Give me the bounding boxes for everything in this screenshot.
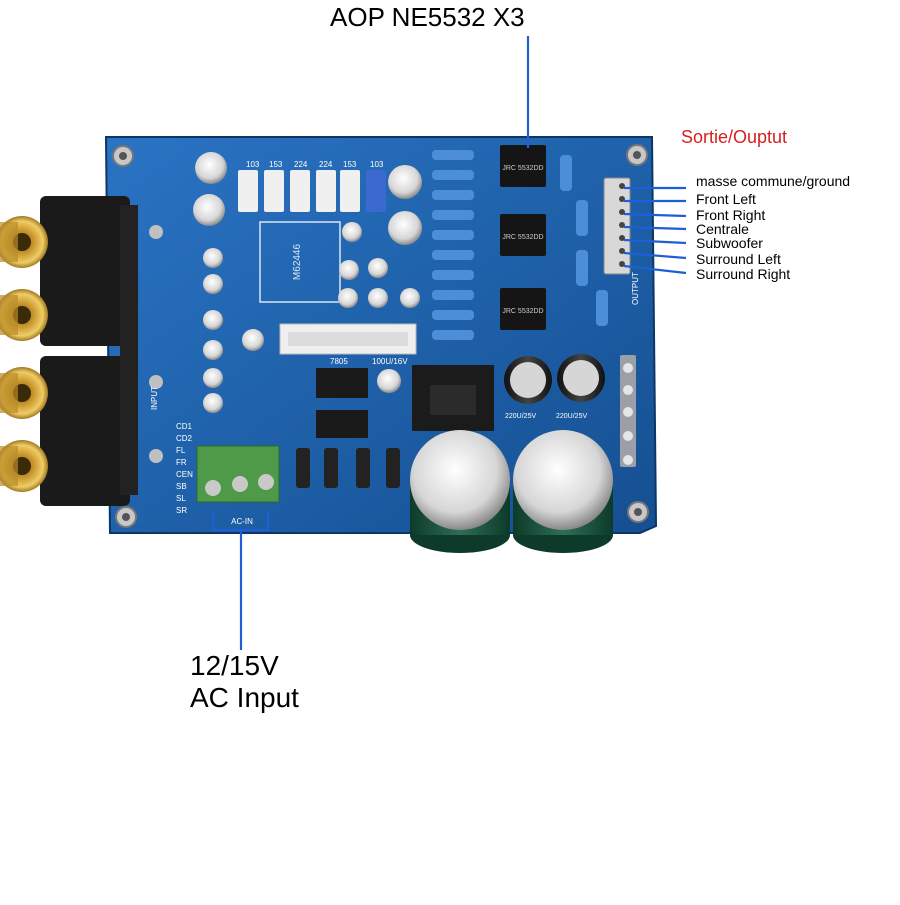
cap-label-224: 224 — [294, 160, 308, 169]
out-line-3 — [623, 225, 687, 231]
output-pin-header — [603, 177, 631, 275]
cap-label-153b: 153 — [343, 160, 357, 169]
cap-label-103: 103 — [246, 160, 260, 169]
ic-marking: M62446 — [292, 243, 303, 280]
rca-input-jacks — [0, 196, 163, 506]
ne5532-chips: JRC 5532DD JRC 5532DD JRC 5532DD — [500, 145, 546, 330]
out-line-2 — [623, 212, 687, 218]
opamp-callout-label: AOP NE5532 X3 — [330, 2, 525, 32]
cap-220u-label-2: 220U/25V — [556, 413, 587, 420]
out-line-6 — [623, 264, 687, 275]
opamp-chip-3-text: JRC 5532DD — [502, 308, 543, 315]
output-silkscreen: OUTPUT — [631, 272, 640, 305]
out-label-front-right: Front Right — [696, 207, 766, 223]
right-pin-header — [620, 355, 636, 467]
reg-7805-label: 7805 — [330, 357, 348, 366]
silk-cd2: CD2 — [176, 434, 193, 443]
out-label-ground: masse commune/ground — [696, 173, 851, 189]
power-callout-label: 12/15V AC Input — [190, 650, 299, 714]
out-label-subwoofer: Subwoofer — [696, 235, 763, 251]
cap-220u-label-1: 220U/25V — [505, 413, 536, 420]
opamp-chip-1-text: JRC 5532DD — [502, 165, 543, 172]
silk-sb: SB — [176, 482, 187, 491]
opamp-chip-2-text: JRC 5532DD — [502, 234, 543, 241]
ac-terminal-block: AC-IN — [196, 445, 280, 526]
power-callout-line2: AC Input — [190, 682, 299, 713]
silk-cen: CEN — [176, 470, 193, 479]
regulators: 7805 100U/16V — [316, 357, 494, 438]
out-line-5 — [623, 251, 687, 260]
silk-fr: FR — [176, 458, 187, 467]
cap-label-224b: 224 — [319, 160, 333, 169]
cap-100u-label: 100U/16V — [372, 357, 408, 366]
ac-in-silkscreen: AC-IN — [231, 517, 253, 526]
mounting-holes — [112, 144, 649, 528]
resistor-array — [432, 150, 608, 340]
input-silkscreen: CD1 CD2 FL FR CEN SB SL SR — [176, 422, 193, 515]
out-label-surround-left: Surround Left — [696, 251, 781, 267]
small-electrolytic-caps — [193, 152, 422, 413]
film-capacitors: 103 153 224 224 153 103 — [238, 160, 386, 212]
m62446-ic: M62446 — [259, 221, 341, 303]
silk-fl: FL — [176, 446, 186, 455]
silk-sr: SR — [176, 506, 187, 515]
medium-caps: 220U/25V 220U/25V — [504, 354, 605, 420]
ribbon-connector — [279, 323, 417, 355]
silk-cd1: CD1 — [176, 422, 193, 431]
silk-sl: SL — [176, 494, 186, 503]
out-label-surround-right: Surround Right — [696, 266, 791, 282]
large-filter-caps — [410, 430, 613, 553]
diodes — [296, 448, 400, 488]
out-line-4 — [623, 238, 687, 245]
out-label-centrale: Centrale — [696, 221, 749, 237]
out-label-front-left: Front Left — [696, 191, 756, 207]
cap-label-153: 153 — [269, 160, 283, 169]
callout-lines — [211, 36, 687, 650]
input-silkscreen-word: INPUT — [150, 386, 159, 410]
output-header-label: Sortie/Ouptut — [681, 127, 788, 147]
power-callout-line1: 12/15V — [190, 650, 279, 681]
cap-label-103b: 103 — [370, 160, 384, 169]
